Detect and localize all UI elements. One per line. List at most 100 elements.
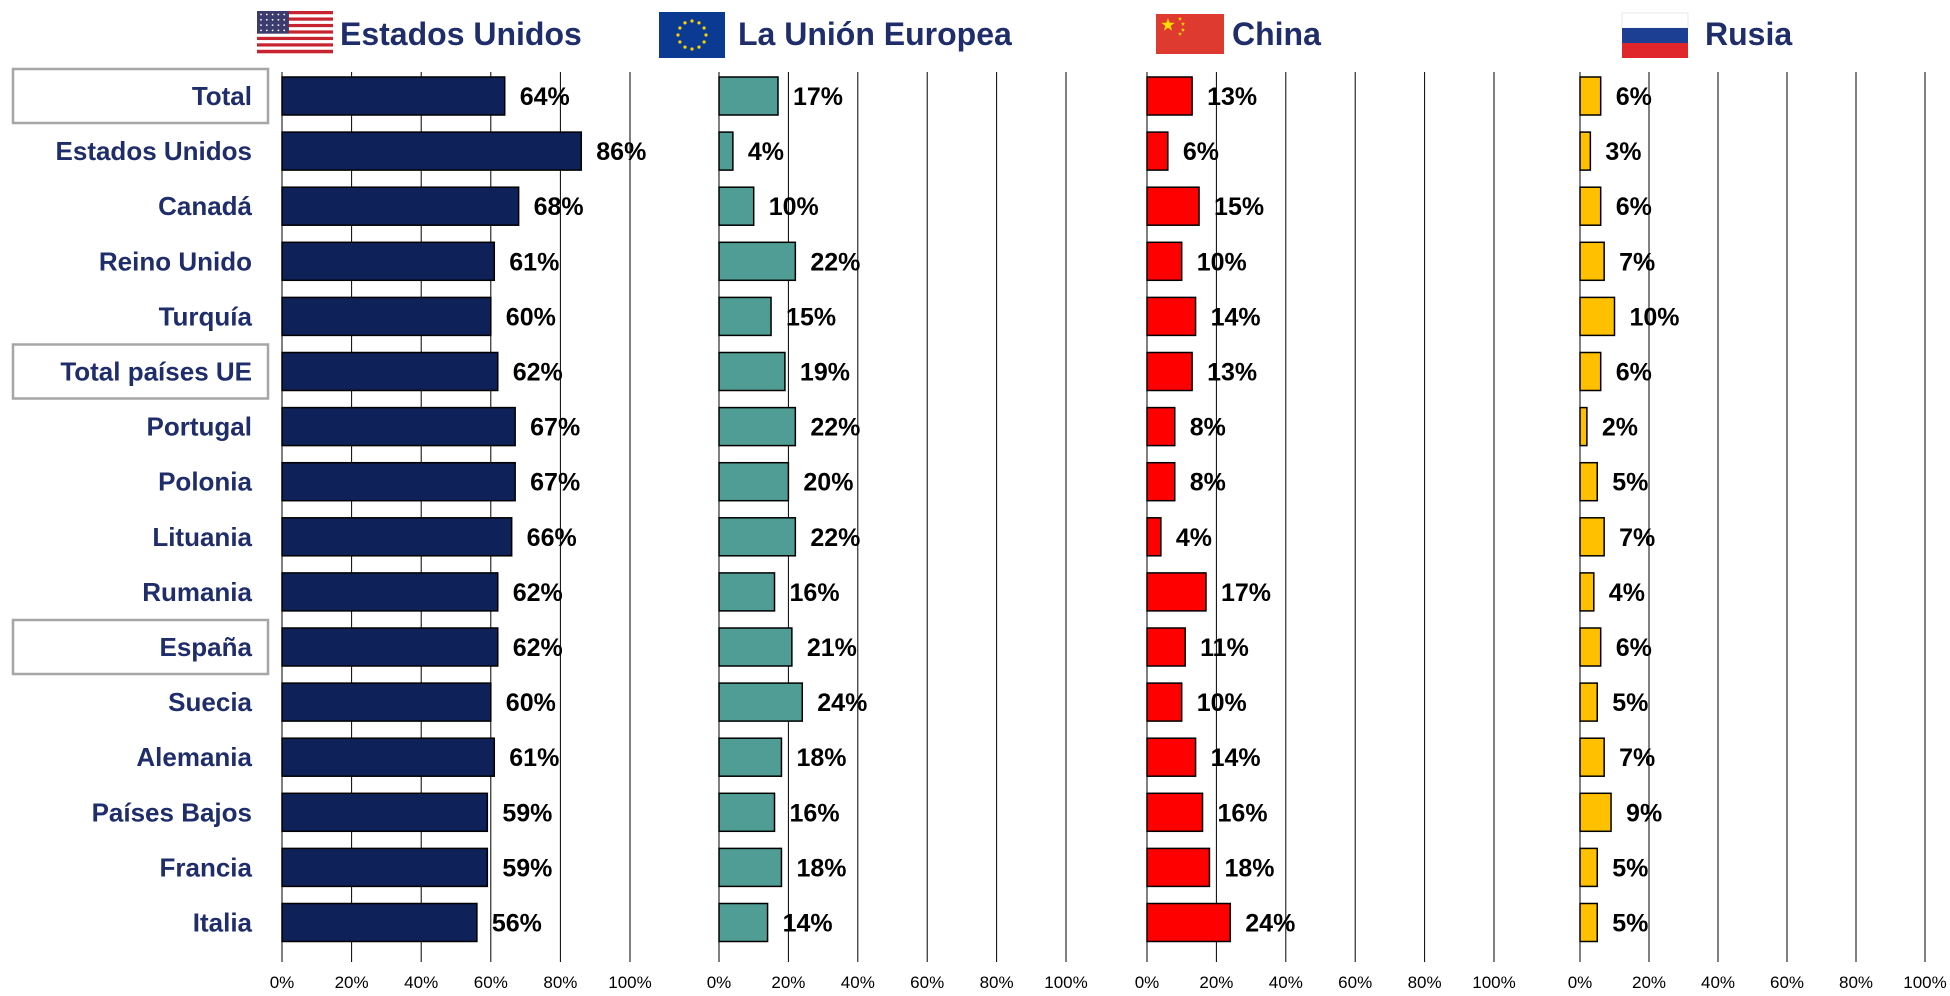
bar-la-union-europea-espana <box>718 627 793 667</box>
value-label-china-canada: 15% <box>1214 193 1264 221</box>
value-label-estados-unidos-polonia: 67% <box>530 469 580 497</box>
panel-title-china: China <box>1232 16 1321 52</box>
value-label-rusia-lituania: 7% <box>1619 524 1655 552</box>
panel-title-la-union-europea: La Unión Europea <box>738 16 1012 52</box>
bar-estados-unidos-canada <box>281 186 520 226</box>
cn-flag-icon <box>1156 14 1224 54</box>
value-label-la-union-europea-estados-unidos: 4% <box>748 138 784 166</box>
x-tick-label-1-1: 20% <box>771 973 805 991</box>
bar-estados-unidos-francia <box>281 847 489 888</box>
bar-rusia-polonia <box>1579 461 1598 502</box>
panel-title-rusia: Rusia <box>1705 16 1792 52</box>
x-tick-label-1-5: 100% <box>1044 973 1087 991</box>
bar-estados-unidos-reino-unido <box>281 241 496 282</box>
bar-china-reino-unido <box>1146 241 1183 282</box>
x-tick-label-0-1: 20% <box>335 973 369 991</box>
value-label-estados-unidos-portugal: 67% <box>530 414 580 442</box>
bar-rusia-reino-unido <box>1579 241 1605 282</box>
value-label-estados-unidos-rumania: 62% <box>513 579 563 607</box>
category-label-alemania: Alemania <box>136 742 252 772</box>
value-label-estados-unidos-paises-bajos: 59% <box>502 799 552 827</box>
value-label-estados-unidos-total: 64% <box>520 83 570 111</box>
bar-rusia-lituania <box>1579 517 1605 557</box>
bar-estados-unidos-portugal <box>281 406 516 447</box>
x-tick-label-2-4: 80% <box>1408 973 1442 991</box>
value-label-la-union-europea-total: 17% <box>793 83 843 111</box>
value-label-estados-unidos-reino-unido: 61% <box>509 248 559 276</box>
x-tick-label-2-1: 20% <box>1199 973 1233 991</box>
bar-china-alemania <box>1146 737 1197 777</box>
value-label-china-suecia: 10% <box>1197 689 1247 717</box>
value-label-rusia-espana: 6% <box>1616 634 1652 662</box>
x-tick-label-0-2: 40% <box>404 973 438 991</box>
value-label-la-union-europea-francia: 18% <box>796 854 846 882</box>
value-label-rusia-alemania: 7% <box>1619 744 1655 772</box>
bar-rusia-italia <box>1579 902 1598 943</box>
category-label-rumania: Rumania <box>142 577 252 607</box>
bar-rusia-espana <box>1579 627 1602 667</box>
category-label-canada: Canadá <box>158 191 252 221</box>
value-label-rusia-francia: 5% <box>1612 854 1648 882</box>
bar-rusia-suecia <box>1579 682 1598 722</box>
category-label-italia: Italia <box>193 908 253 938</box>
value-label-la-union-europea-lituania: 22% <box>810 524 860 552</box>
bar-china-paises-bajos <box>1146 792 1204 833</box>
x-tick-label-0-3: 60% <box>474 973 508 991</box>
x-tick-label-1-3: 60% <box>910 973 944 991</box>
value-label-china-espana: 11% <box>1200 634 1249 662</box>
bar-la-union-europea-lituania <box>718 517 797 557</box>
bar-estados-unidos-lituania <box>281 517 513 557</box>
value-label-rusia-estados-unidos: 3% <box>1605 138 1641 166</box>
value-label-estados-unidos-italia: 56% <box>492 910 542 938</box>
value-label-rusia-portugal: 2% <box>1602 414 1638 442</box>
value-label-rusia-reino-unido: 7% <box>1619 248 1655 276</box>
highlight-box-total <box>11 67 270 125</box>
x-tick-label-0-4: 80% <box>543 973 577 991</box>
bar-china-suecia <box>1146 682 1183 722</box>
bar-estados-unidos-estados-unidos <box>281 131 583 171</box>
bar-rusia-alemania <box>1579 737 1605 777</box>
value-label-china-paises-bajos: 16% <box>1218 799 1268 827</box>
value-label-china-italia: 24% <box>1245 910 1295 938</box>
bar-rusia-paises-bajos <box>1579 792 1612 833</box>
value-label-rusia-polonia: 5% <box>1612 469 1648 497</box>
bar-estados-unidos-total <box>281 76 506 116</box>
bar-estados-unidos-rumania <box>281 572 499 612</box>
category-label-turquia: Turquía <box>159 301 253 331</box>
value-label-la-union-europea-espana: 21% <box>807 634 857 662</box>
bar-estados-unidos-paises-bajos <box>281 792 489 833</box>
value-label-estados-unidos-canada: 68% <box>534 193 584 221</box>
bar-rusia-turquia <box>1579 296 1616 337</box>
bar-la-union-europea-suecia <box>718 682 804 722</box>
value-label-china-rumania: 17% <box>1221 579 1271 607</box>
bar-china-francia <box>1146 847 1211 888</box>
bar-la-union-europea-alemania <box>718 737 783 777</box>
bar-estados-unidos-alemania <box>281 737 496 777</box>
bar-la-union-europea-total <box>718 76 779 116</box>
value-label-rusia-turquia: 10% <box>1630 303 1680 331</box>
value-label-china-estados-unidos: 6% <box>1183 138 1219 166</box>
bar-rusia-rumania <box>1579 572 1595 612</box>
x-tick-label-3-3: 60% <box>1770 973 1804 991</box>
x-tick-label-3-2: 40% <box>1701 973 1735 991</box>
ru-flag-icon <box>1621 12 1689 58</box>
value-label-china-francia: 18% <box>1224 854 1274 882</box>
category-label-paises-bajos: Países Bajos <box>92 797 252 827</box>
value-label-rusia-canada: 6% <box>1616 193 1652 221</box>
x-tick-label-3-0: 0% <box>1568 973 1593 991</box>
panel-title-estados-unidos: Estados Unidos <box>340 16 582 52</box>
bar-rusia-canada <box>1579 186 1602 226</box>
category-label-suecia: Suecia <box>168 687 252 717</box>
category-label-total: Total <box>192 81 252 111</box>
category-label-portugal: Portugal <box>147 412 252 442</box>
bar-la-union-europea-paises-bajos <box>718 792 776 833</box>
bar-la-union-europea-turquia <box>718 296 772 337</box>
category-label-lituania: Lituania <box>152 522 252 552</box>
bar-estados-unidos-suecia <box>281 682 492 722</box>
highlight-box-total-paises-ue <box>11 343 270 400</box>
bar-la-union-europea-francia <box>718 847 783 888</box>
bar-china-total <box>1146 76 1193 116</box>
value-label-estados-unidos-espana: 62% <box>513 634 563 662</box>
